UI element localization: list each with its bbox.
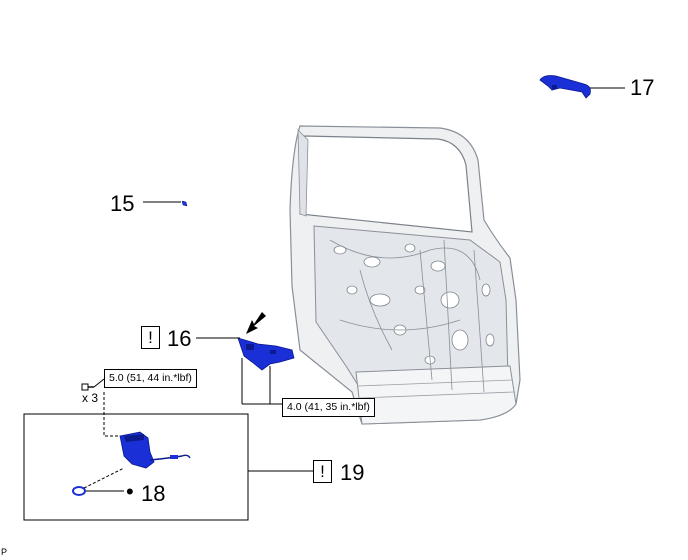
bolt-to-spec-line [93, 378, 105, 388]
pointer-arrow-icon [246, 312, 266, 334]
corner-code: P [1, 547, 8, 557]
door-lock-assembly-part [119, 431, 191, 469]
bolt-quantity: x 3 [82, 391, 99, 405]
torque-bracket-lower [241, 358, 282, 405]
outside-door-handle-part [539, 75, 591, 99]
small-pin-part [181, 200, 188, 207]
torque-spec-lower: 4.0 (41, 35 in.*lbf) [282, 398, 375, 417]
caution-mark-16: ! [141, 326, 160, 349]
torque-spec-upper: 5.0 (51, 44 in.*lbf) [104, 369, 197, 388]
callout-19: 19 [340, 460, 365, 485]
rear-door-panel [289, 125, 521, 425]
grommet-ring-part [72, 486, 86, 496]
caution-mark-19: ! [313, 460, 332, 483]
callout-15: 15 [110, 191, 135, 216]
callout-18: 18 [141, 481, 166, 506]
grommet-dashed-leader [83, 467, 125, 489]
lock-assembly-frame [23, 413, 249, 521]
bullet-mark-18: • [126, 479, 134, 504]
door-bracket-part [237, 337, 295, 371]
callout-16: 16 [167, 326, 192, 351]
callout-17: 17 [630, 75, 655, 100]
bolt-dashed-leader [103, 392, 122, 437]
bolt-icon [81, 383, 94, 391]
